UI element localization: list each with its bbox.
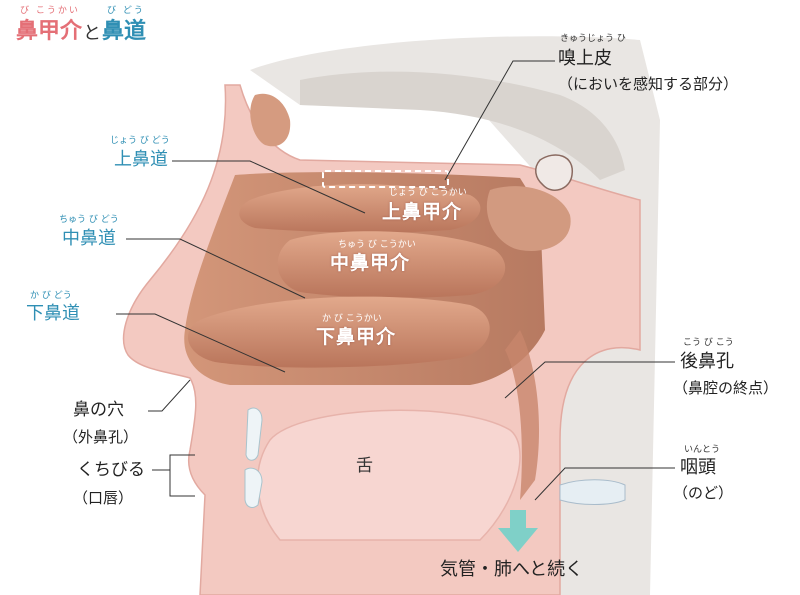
olfactory-leader xyxy=(444,60,555,181)
lower-tooth xyxy=(244,467,263,508)
pharynx-leader xyxy=(534,467,675,501)
middle-turbinate-ruby: ちゅう び こうかい xyxy=(338,240,416,250)
cervical-bone xyxy=(559,479,626,505)
trachea-label: 気管・肺へと続く xyxy=(440,559,584,580)
inferior-meatus-ruby: か び どう xyxy=(30,291,72,301)
title-turbinate: 鼻甲介 xyxy=(16,19,83,44)
middle-turbinate xyxy=(277,231,506,298)
superior-meatus-label: 上鼻道 xyxy=(114,149,168,170)
middle-turbinate-label: 中鼻甲介 xyxy=(330,252,411,274)
lips-upper-leader xyxy=(152,454,195,471)
superior-turbinate-ruby: じょう び こうかい xyxy=(389,188,467,198)
upper-tooth xyxy=(245,407,263,461)
leader-lines xyxy=(116,60,675,501)
pharynx-sub-label: （のど） xyxy=(673,484,734,502)
olfactory-sub-label: （においを感知する部分） xyxy=(558,75,739,93)
superior-turbinate-label: 上鼻甲介 xyxy=(382,201,463,223)
pharynx-ruby: いんとう xyxy=(684,445,721,455)
lips-label: くちびる xyxy=(77,460,145,480)
middle-meatus-label: 中鼻道 xyxy=(62,228,116,249)
tongue-label: 舌 xyxy=(356,456,373,476)
title-conjunction: と xyxy=(83,23,101,44)
nostril-leader xyxy=(148,379,191,412)
title-ruby-1: び こうかい xyxy=(20,6,80,16)
middle-meatus-ruby: ちゅう び どう xyxy=(59,215,119,225)
olfactory-label: 嗅上皮 xyxy=(558,48,612,69)
inferior-meatus-leader xyxy=(116,313,286,373)
trachea-arrow xyxy=(498,510,538,552)
superior-meatus-leader xyxy=(172,160,366,214)
inferior-turbinate xyxy=(188,296,490,368)
title-meatus: 鼻道 xyxy=(102,19,147,44)
inferior-turbinate-label: 下鼻甲介 xyxy=(316,326,397,348)
sphenoid-bone xyxy=(486,186,571,251)
middle-meatus-leader xyxy=(126,238,306,299)
choana-leader xyxy=(504,361,675,399)
choana-label: 後鼻孔 xyxy=(680,351,734,372)
skull-shade xyxy=(300,71,625,180)
nostril-label: 鼻の穴 xyxy=(73,400,124,420)
superior-meatus-ruby: じょう び どう xyxy=(110,136,170,146)
lips-lower-leader xyxy=(169,470,195,497)
choana-passage xyxy=(505,330,540,500)
tongue-shape xyxy=(257,409,521,541)
frontal-sinus xyxy=(250,93,291,147)
inferior-meatus-label: 下鼻道 xyxy=(26,303,80,324)
olfactory-region xyxy=(322,170,449,188)
lips-sub-label: （口唇） xyxy=(73,489,134,507)
title-ruby-2: び どう xyxy=(107,6,145,16)
superior-turbinate xyxy=(239,184,481,233)
olfactory-ruby: きゅうじょう ひ xyxy=(560,34,626,44)
choana-sub-label: （鼻腔の終点） xyxy=(673,379,779,397)
hard-palate xyxy=(195,382,545,407)
choana-ruby: こう び こう xyxy=(683,338,734,348)
nostril-sub-label: （外鼻孔） xyxy=(63,428,139,446)
inferior-turbinate-ruby: か び こうかい xyxy=(322,314,382,324)
sella-hook xyxy=(535,154,573,191)
pharynx-label: 咽頭 xyxy=(680,457,716,478)
